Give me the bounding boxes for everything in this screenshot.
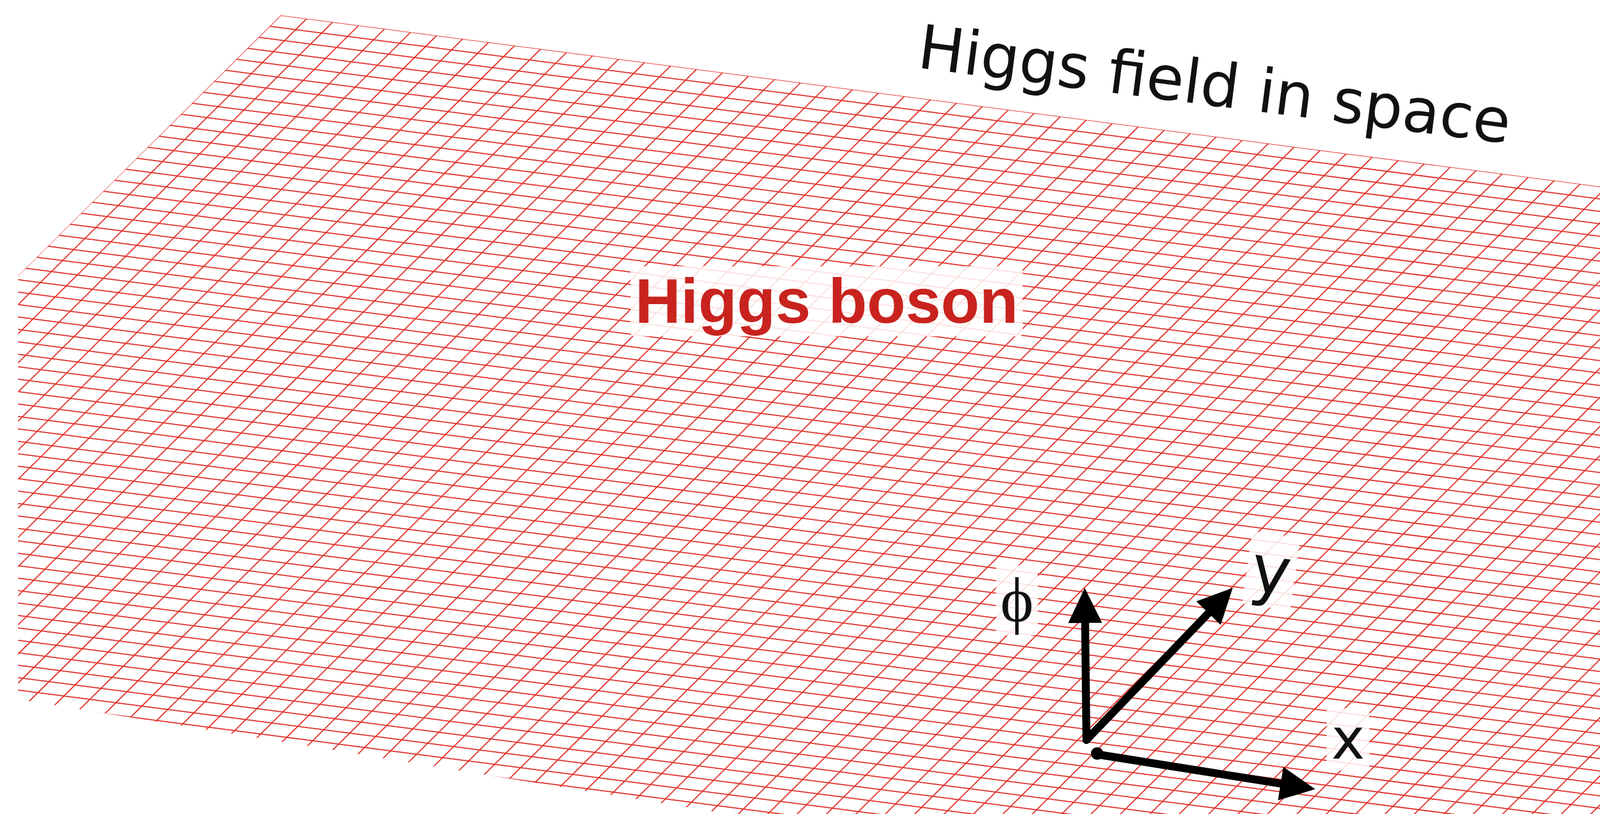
grid-line (0, 82, 801, 814)
grid-line (0, 119, 1087, 814)
grid-line (1229, 285, 1600, 814)
grid-line (294, 163, 1425, 814)
grid-line (0, 79, 775, 814)
grid-line (0, 72, 723, 814)
x-axis-shaft (1098, 754, 1285, 784)
grid-line (0, 102, 957, 814)
grid-line (242, 157, 1373, 814)
axis-label: x (1326, 707, 1369, 771)
grid-line (0, 45, 515, 814)
grid-line (0, 35, 437, 814)
grid-line (1359, 301, 1600, 814)
grid-line (1151, 275, 1600, 814)
axis-label: ϕ (996, 564, 1039, 635)
grid-line (0, 0, 1600, 192)
grid-line (0, 612, 1600, 814)
grid-line (1411, 308, 1600, 814)
handwritten-title: Higgs field in space (910, 12, 1520, 157)
grid-line (268, 160, 1399, 814)
grid-line (1048, 261, 1600, 814)
axis-label: y (1241, 531, 1300, 611)
grid-line (0, 52, 567, 814)
phi-axis-head (1068, 587, 1103, 623)
grid-line (0, 687, 1600, 814)
grid-line (554, 197, 1600, 814)
grid-line (0, 32, 411, 814)
grid-line (1515, 322, 1600, 814)
grid-line (1489, 318, 1600, 814)
grid-line (0, 650, 1600, 814)
grid-line (0, 625, 1600, 814)
grid-line (1593, 332, 1600, 814)
grid-line (476, 187, 1600, 814)
grid-line (0, 49, 541, 814)
grid-line (1100, 268, 1600, 814)
grid-line (996, 254, 1600, 814)
grid-line (0, 59, 619, 814)
grid-line (0, 85, 827, 814)
grid-line (0, 92, 879, 814)
grid-line (1385, 305, 1600, 814)
grid-line (0, 25, 359, 814)
grid-line (944, 248, 1600, 814)
grid-line (112, 140, 1243, 814)
grid-line (0, 75, 749, 814)
grid-line (60, 133, 1191, 814)
grid-line (1567, 328, 1600, 814)
y-axis-head (1196, 587, 1233, 625)
grid-line (606, 203, 1600, 814)
grid-line (398, 177, 1529, 814)
x-axis-head (1277, 766, 1316, 800)
grid-line (0, 96, 905, 814)
grid-line (0, 89, 853, 814)
grid-line (0, 28, 385, 814)
grid-line (1022, 258, 1600, 814)
grid-line (0, 112, 1035, 814)
grid-line (1125, 271, 1600, 814)
grid-line (190, 150, 1321, 814)
axes (1068, 587, 1316, 800)
axis-origin-dot (1090, 746, 1104, 760)
phi-axis-shaft (1085, 619, 1087, 740)
grid-line (0, 116, 1061, 814)
grid-line (1333, 298, 1600, 814)
grid-line (1281, 291, 1600, 814)
grid-line (1307, 294, 1600, 814)
grid-line (0, 123, 1113, 814)
grid-line (0, 109, 1009, 814)
grid-line (970, 251, 1600, 814)
grid-line (1177, 278, 1600, 814)
grid-line (1203, 281, 1600, 814)
grid-line (0, 42, 489, 814)
grid-line (0, 563, 1600, 776)
grid-line (8, 126, 1139, 814)
field-label: Higgs boson (630, 266, 1023, 336)
grid-line (1437, 311, 1600, 814)
grid-line (320, 167, 1451, 814)
grid-line (528, 193, 1600, 814)
grid-line (138, 143, 1269, 814)
grid-line (0, 69, 697, 814)
grid-line (580, 200, 1600, 814)
grid-line (450, 183, 1581, 814)
grid-line (216, 153, 1347, 814)
grid-line (0, 700, 1600, 814)
y-axis-shaft (1086, 610, 1211, 740)
grid-line (0, 66, 671, 814)
grid-line (424, 180, 1555, 814)
grid-line (1463, 315, 1600, 814)
grid-line (0, 15, 281, 814)
grid-line (0, 811, 1600, 814)
grid-line (164, 146, 1295, 814)
grid-line (1541, 325, 1600, 814)
grid-line (0, 38, 463, 814)
grid-line (1255, 288, 1600, 814)
grid-line (0, 0, 1600, 204)
grid-line (0, 106, 983, 814)
grid-line (372, 174, 1503, 814)
grid-line (1074, 264, 1600, 814)
